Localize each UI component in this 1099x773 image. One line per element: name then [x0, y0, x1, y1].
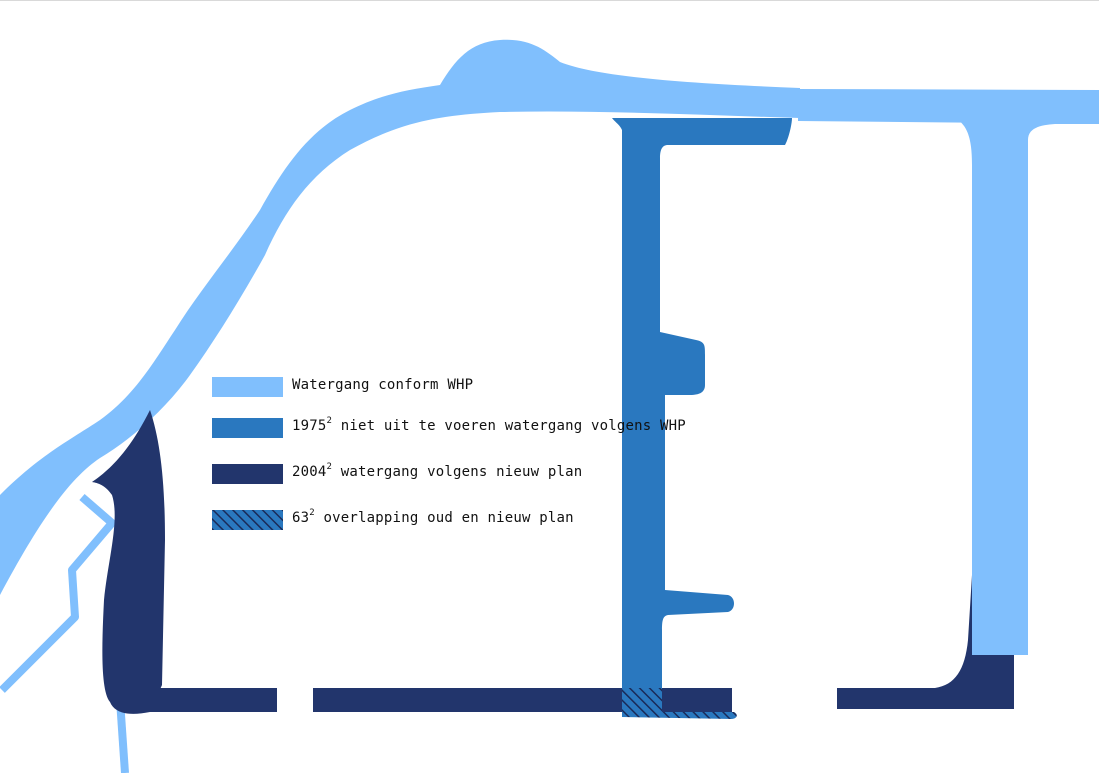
watergang-2004-bottom-1 — [150, 688, 277, 712]
watergang-whp-thin-channel-south — [116, 699, 129, 773]
watergang-2004-bottom-right — [837, 575, 1014, 709]
overlap-hatched-area — [622, 688, 737, 719]
legend-value-dark: 2004 — [292, 464, 327, 480]
legend-swatch-dark — [212, 464, 283, 484]
watergang-2004-left-curve — [92, 410, 165, 714]
legend-swatch-overlap-fill — [212, 510, 283, 530]
watergang-whp-right-channel — [955, 118, 1099, 655]
legend-sup-mid: 2 — [326, 416, 333, 426]
watergang-1975-channel — [612, 118, 792, 712]
watergang-whp-diagonal — [0, 39, 800, 595]
legend-label-overlap: 632 overlapping oud en nieuw plan — [292, 508, 574, 528]
legend-label-mid: 19752 niet uit te voeren watergang volge… — [292, 416, 686, 436]
legend-swatch-mid — [212, 418, 283, 438]
legend-sup-overlap: 2 — [309, 508, 315, 518]
legend-label-dark: 20042 watergang volgens nieuw plan — [292, 462, 582, 482]
legend-text-mid: niet uit te voeren watergang volgens WHP — [340, 418, 686, 434]
legend-label-light: Watergang conform WHP — [292, 375, 473, 395]
watergang-whp-thin-channel — [0, 493, 116, 693]
legend-text-dark: watergang volgens nieuw plan — [340, 464, 583, 480]
watergang-whp-top-band — [798, 89, 1099, 124]
legend-value-mid: 1975 — [292, 418, 327, 434]
legend-swatch-light — [212, 377, 283, 397]
legend-value-overlap: 63 — [292, 510, 310, 526]
watergang-2004-bottom-2 — [313, 688, 623, 712]
top-border — [0, 0, 1099, 1]
legend-text-overlap: overlapping oud en nieuw plan — [323, 510, 574, 526]
watergang-2004-bottom-3 — [662, 688, 732, 712]
legend-text-light: Watergang conform WHP — [292, 377, 474, 393]
legend-sup-dark: 2 — [326, 462, 333, 472]
legend-swatch-overlap — [212, 510, 283, 530]
